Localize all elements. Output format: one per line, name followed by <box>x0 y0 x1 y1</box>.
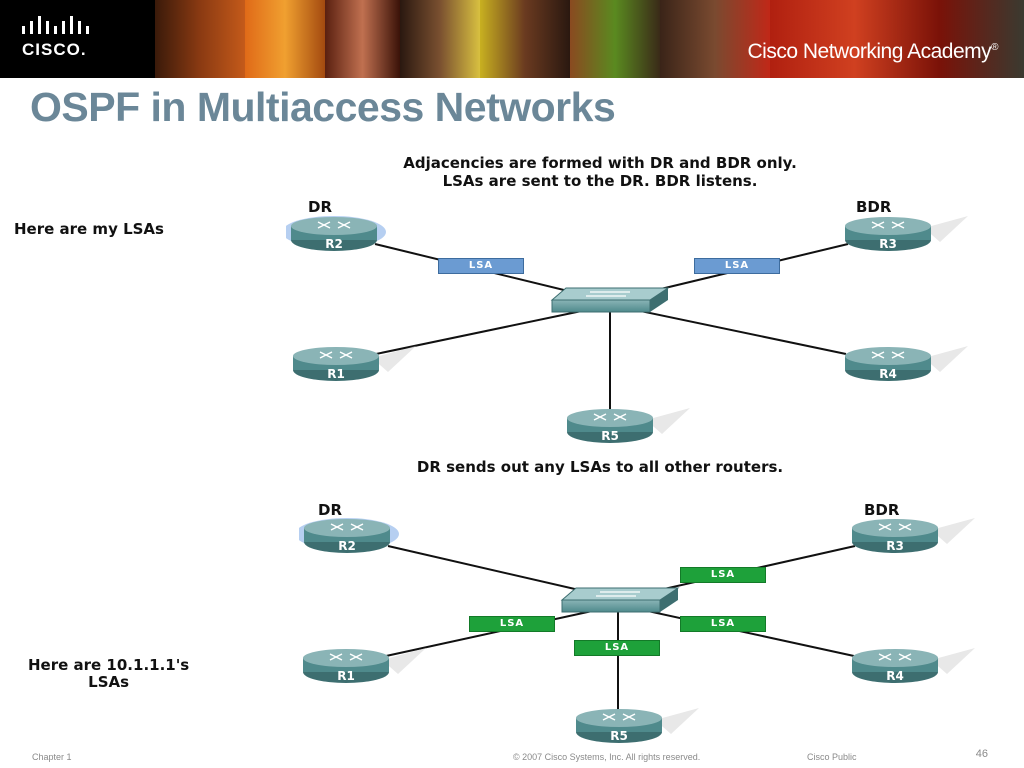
top-caption: Adjacencies are formed with DR and BDR o… <box>250 154 950 190</box>
top-caption-line2: LSAs are sent to the DR. BDR listens. <box>442 172 758 190</box>
lsa-box-top-right: LSA <box>694 258 780 274</box>
banner-photo-1 <box>155 0 245 78</box>
router-r5-bottom: R5 <box>575 708 699 744</box>
banner-photo-6 <box>570 0 660 78</box>
router-r3-bottom: R3 <box>851 518 975 554</box>
academy-brand: Cisco Networking Academy® <box>747 40 999 64</box>
top-bdr-label: BDR <box>856 198 892 216</box>
link-r1-switch-top <box>375 307 597 355</box>
router-r4-bottom: R4 <box>851 648 975 684</box>
ospf-diagram: Adjacencies are formed with DR and BDR o… <box>0 140 1024 745</box>
page-number: 46 <box>975 748 988 760</box>
bottom-dr-label: DR <box>318 501 343 519</box>
router-label: R3 <box>886 539 904 553</box>
lsa-box-bottom-r5: LSA <box>574 640 660 656</box>
router-icon <box>286 216 386 251</box>
router-icon <box>303 648 426 683</box>
cisco-logo-text: CISCO. <box>22 40 87 59</box>
link-r1-switch-bottom <box>385 607 607 657</box>
router-icon <box>576 708 699 743</box>
page-title: OSPF in Multiaccess Networks <box>30 84 616 130</box>
router-label: R2 <box>338 539 356 553</box>
link-r4-switch-top <box>625 307 847 355</box>
footer-copyright: © 2007 Cisco Systems, Inc. All rights re… <box>513 752 701 762</box>
bottom-side-note: Here are 10.1.1.1's LSAs <box>28 657 189 691</box>
academy-prefix: Cisco <box>747 40 799 63</box>
banner-photo-4 <box>400 0 480 78</box>
router-label: R4 <box>879 367 897 381</box>
top-dr-label: DR <box>308 198 333 216</box>
router-r1-top: R1 <box>292 346 416 382</box>
bottom-side-note-line2: LSAs <box>88 673 130 691</box>
switch-top <box>550 287 670 313</box>
router-r2-top: R2 <box>286 216 386 252</box>
bottom-side-note-line1: Here are 10.1.1.1's <box>28 656 190 674</box>
top-caption-line1: Adjacencies are formed with DR and BDR o… <box>403 154 797 172</box>
lsa-box-bottom-bdr: LSA <box>680 567 766 583</box>
router-r2-bottom: R2 <box>299 518 399 554</box>
router-label: R3 <box>879 237 897 251</box>
router-label: R1 <box>337 669 355 683</box>
header-banner: CISCO. Cisco Networking Academy® <box>0 0 1024 78</box>
router-icon <box>293 346 416 381</box>
router-icon <box>299 518 399 553</box>
router-icon <box>567 408 690 443</box>
lsa-box-bottom-r1: LSA <box>469 616 555 632</box>
router-label: R2 <box>325 237 343 251</box>
top-side-note: Here are my LSAs <box>14 220 164 238</box>
router-label: R5 <box>610 729 628 743</box>
bottom-bdr-label: BDR <box>864 501 900 519</box>
router-icon <box>845 346 968 381</box>
lsa-box-bottom-r4: LSA <box>680 616 766 632</box>
banner-photo-2 <box>245 0 325 78</box>
router-r5-top: R5 <box>566 408 690 444</box>
router-label: R4 <box>886 669 904 683</box>
academy-mark: ® <box>991 42 998 53</box>
router-icon <box>845 216 968 251</box>
banner-photo-8 <box>770 0 1024 78</box>
link-r4-switch-bottom <box>633 607 855 657</box>
footer-chapter: Chapter 1 <box>32 752 72 762</box>
banner-photo-3 <box>325 0 400 78</box>
router-label: R1 <box>327 367 345 381</box>
switch-bottom <box>560 587 680 613</box>
banner-photo-7 <box>660 0 770 78</box>
academy-suffix: Networking Academy <box>797 40 992 63</box>
router-r4-top: R4 <box>844 346 968 382</box>
router-r1-bottom: R1 <box>302 648 426 684</box>
router-icon <box>852 518 975 553</box>
footer-classification: Cisco Public <box>807 752 857 762</box>
bottom-caption: DR sends out any LSAs to all other route… <box>416 458 784 476</box>
lsa-box-top-left: LSA <box>438 258 524 274</box>
router-label: R5 <box>601 429 619 443</box>
router-icon <box>852 648 975 683</box>
router-r3-top: R3 <box>844 216 968 252</box>
diagram-links <box>374 243 856 714</box>
cisco-bars-icon <box>22 16 89 34</box>
banner-photo-5 <box>480 0 570 78</box>
cisco-logo: CISCO. <box>0 0 155 78</box>
